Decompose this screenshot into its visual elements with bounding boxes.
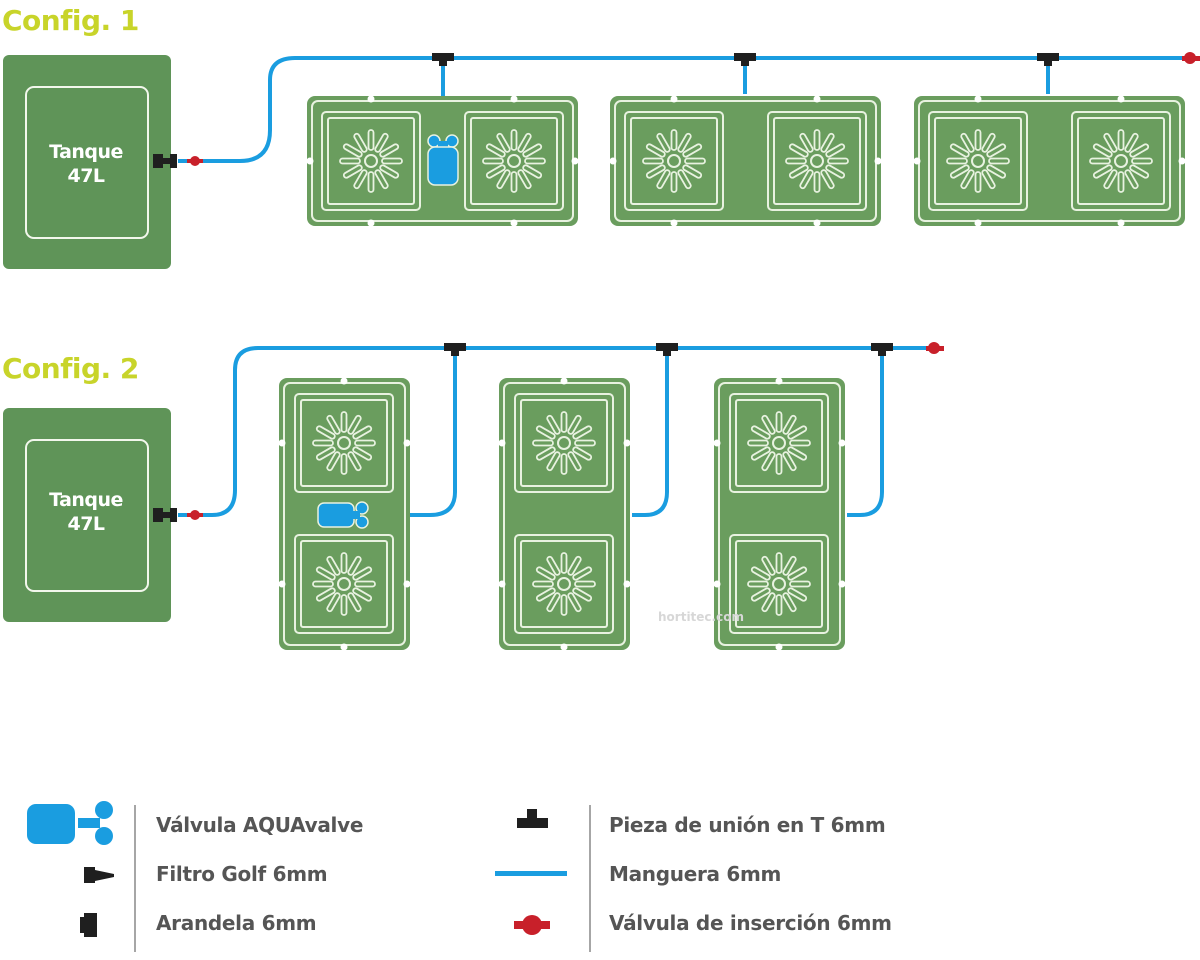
config-1-title: Config. 1 [2, 4, 139, 37]
insertion-valve-2-end [926, 342, 944, 354]
t-junction-2a [444, 343, 466, 356]
tray-config1-2 [609, 95, 882, 227]
tank-1-name: Tanque [49, 141, 123, 163]
config-1-diagram [3, 52, 1200, 269]
tray-config2-3 [713, 377, 846, 651]
golf-filter-fitting-2 [163, 508, 177, 522]
hose-2-branch-1 [365, 348, 457, 517]
legend-label-hose: Manguera 6mm [609, 862, 782, 886]
tank-1 [3, 55, 171, 269]
tank-1-capacity: 47L [67, 165, 105, 187]
tray-config1-3 [913, 95, 1186, 227]
legend-label-aquavalve: Válvula AQUAvalve [156, 813, 364, 837]
legend-label-washer: Arandela 6mm [156, 911, 317, 935]
tank-2 [3, 408, 171, 622]
washer-fitting-2 [153, 508, 163, 522]
insertion-valve-icon [514, 915, 550, 935]
insertion-valve-2 [187, 510, 203, 520]
aquavalve-2 [317, 501, 369, 529]
t-junction-1a [432, 53, 454, 66]
t-junction-2b [656, 343, 678, 356]
t-junction-2c [871, 343, 893, 356]
legend-label-t-junction: Pieza de unión en T 6mm [609, 813, 886, 837]
legend-label-insertion-valve: Válvula de inserción 6mm [609, 911, 892, 935]
hose-2-main [178, 346, 935, 517]
tank-2-name: Tanque [49, 489, 123, 511]
aquavalve-1 [427, 134, 459, 186]
tank-2-capacity: 47L [67, 513, 105, 535]
insertion-valve-1 [187, 156, 203, 166]
watermark: hortitec.com [658, 610, 744, 624]
hose-2-branch-3 [847, 348, 884, 517]
washer-fitting-1 [153, 154, 163, 168]
hose-2-branch-2 [632, 348, 669, 517]
tank-1-label: Tanque 47L [26, 140, 146, 188]
t-junction-icon [517, 809, 548, 828]
tray-config2-2 [498, 377, 631, 651]
hose-1-main [178, 56, 1188, 163]
legend-label-golf-filter: Filtro Golf 6mm [156, 862, 328, 886]
aquavalve-icon [27, 801, 113, 845]
golf-filter-fitting-1 [163, 154, 177, 168]
hose-icon [495, 871, 567, 876]
t-junction-1b [734, 53, 756, 66]
config-2-diagram [3, 342, 944, 651]
washer-icon [80, 913, 97, 937]
insertion-valve-1-end [1182, 52, 1200, 64]
t-junction-1c [1037, 53, 1059, 66]
golf-filter-icon [84, 867, 114, 883]
config-2-title: Config. 2 [2, 352, 139, 385]
tank-2-label: Tanque 47L [26, 488, 146, 536]
legend [27, 801, 591, 952]
